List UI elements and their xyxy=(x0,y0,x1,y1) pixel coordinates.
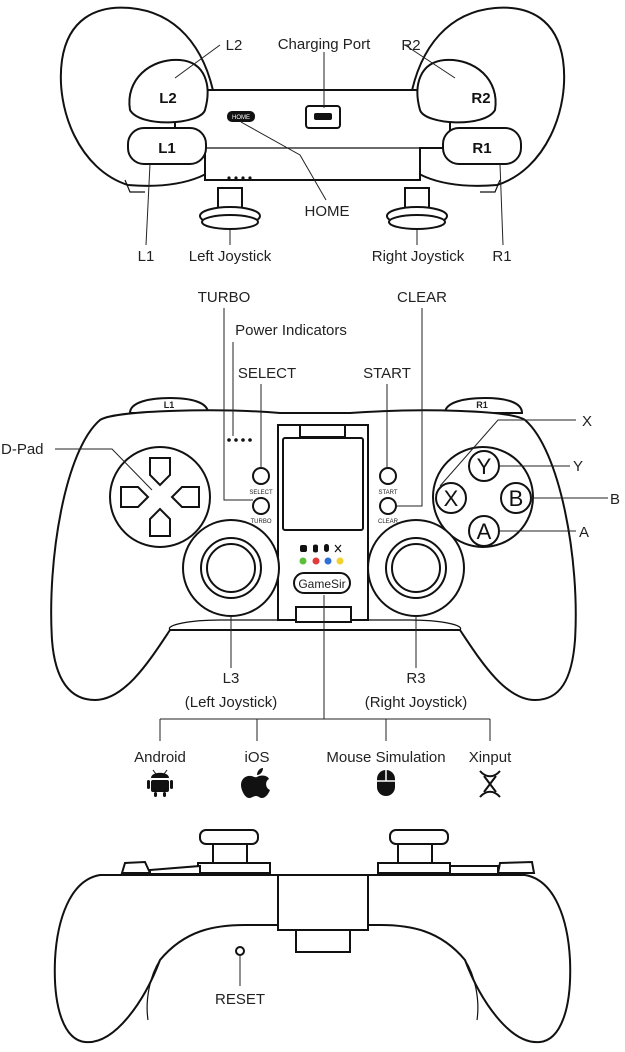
label-l1: L1 xyxy=(138,248,155,265)
l1-button[interactable] xyxy=(127,127,207,165)
l1-button-text: L1 xyxy=(158,140,176,157)
label-x: X xyxy=(582,413,592,430)
turbo-button[interactable] xyxy=(252,497,270,515)
mouse-led xyxy=(324,557,332,565)
power-indicators xyxy=(227,438,252,442)
android-icon xyxy=(300,545,307,552)
home-button-text: HOME xyxy=(232,115,250,121)
xinput-led xyxy=(336,557,344,565)
label-reset: RESET xyxy=(215,991,265,1008)
front-view: L1 R1 GameSir xyxy=(1,289,620,711)
gamesir-logo: GameSir xyxy=(298,577,345,591)
r1-shoulder xyxy=(443,396,524,414)
label-y: Y xyxy=(573,458,583,475)
start-button[interactable] xyxy=(379,467,397,485)
android-icon xyxy=(147,769,173,797)
label-r2: R2 xyxy=(401,37,420,54)
mouse-icon xyxy=(324,544,329,552)
label-clear: CLEAR xyxy=(397,289,447,306)
label-right-joystick: Right Joystick xyxy=(372,248,465,265)
face-button-well xyxy=(432,446,534,548)
mode-android-label: Android xyxy=(134,749,186,766)
right-joystick[interactable] xyxy=(367,519,465,617)
label-r1: R1 xyxy=(492,248,511,265)
select-button[interactable] xyxy=(252,467,270,485)
label-a: A xyxy=(579,524,589,541)
apple-icon xyxy=(313,544,318,553)
xinput-icon xyxy=(334,544,342,553)
label-charging-port: Charging Port xyxy=(278,36,371,53)
l1-shoulder-text: L1 xyxy=(164,400,175,410)
label-l3-sub: (Left Joystick) xyxy=(185,694,278,711)
r1-button-text: R1 xyxy=(472,140,491,157)
mode-mouse-label: Mouse Simulation xyxy=(326,749,445,766)
label-home: HOME xyxy=(305,203,350,220)
l1-shoulder xyxy=(128,396,210,414)
l2-button-text: L2 xyxy=(159,90,177,107)
r2-button-text: R2 xyxy=(471,90,490,107)
xinput-icon xyxy=(479,770,501,798)
dpad[interactable] xyxy=(120,457,200,537)
label-r3: R3 xyxy=(406,670,425,687)
label-turbo: TURBO xyxy=(198,289,251,306)
a-button-text: A xyxy=(477,519,492,544)
select-small-text: SELECT xyxy=(249,490,273,496)
touch-screen xyxy=(282,437,364,531)
gamesir-logo-button[interactable] xyxy=(293,572,351,594)
turbo-small-text: TURBO xyxy=(251,519,272,525)
android-led xyxy=(299,557,307,565)
label-dpad: D-Pad xyxy=(1,441,44,458)
label-l2: L2 xyxy=(226,37,243,54)
label-r3-sub: (Right Joystick) xyxy=(365,694,468,711)
b-button-text: B xyxy=(509,486,524,511)
x-button[interactable] xyxy=(435,482,467,514)
left-joystick-top xyxy=(199,187,261,230)
l2-button[interactable] xyxy=(128,58,209,124)
reset-hole[interactable] xyxy=(235,946,245,956)
apple-icon xyxy=(241,768,270,798)
r1-shoulder-text: R1 xyxy=(476,400,488,410)
clear-small-text: CLEAR xyxy=(378,519,399,525)
ios-led xyxy=(312,557,320,565)
label-b: B xyxy=(610,491,620,508)
right-joystick-top xyxy=(386,187,448,230)
y-button-text: Y xyxy=(477,454,492,479)
label-start: START xyxy=(363,365,411,382)
clear-button[interactable] xyxy=(379,497,397,515)
mode-ios-label: iOS xyxy=(244,749,269,766)
mouse-icon xyxy=(377,770,395,796)
modes-legend: Android iOS Mouse Simulation Xinput xyxy=(134,595,512,798)
mode-indicator xyxy=(299,544,344,565)
dpad-left[interactable] xyxy=(120,486,150,508)
home-button[interactable] xyxy=(227,111,255,122)
start-small-text: START xyxy=(378,490,397,496)
left-joystick[interactable] xyxy=(182,519,280,617)
label-left-joystick: Left Joystick xyxy=(189,248,272,265)
x-button-text: X xyxy=(444,486,459,511)
dpad-right[interactable] xyxy=(170,486,200,508)
label-l3: L3 xyxy=(223,670,240,687)
top-view: L2 L1 R2 R1 HOME xyxy=(59,6,566,265)
mode-xinput-label: Xinput xyxy=(469,749,512,766)
label-select: SELECT xyxy=(238,365,296,382)
r2-button[interactable] xyxy=(416,58,497,124)
dpad-up[interactable] xyxy=(149,457,171,487)
bottom-view: RESET xyxy=(53,829,572,1044)
dpad-down[interactable] xyxy=(149,507,171,537)
r1-button[interactable] xyxy=(442,127,522,165)
label-power-indicators: Power Indicators xyxy=(235,322,347,339)
